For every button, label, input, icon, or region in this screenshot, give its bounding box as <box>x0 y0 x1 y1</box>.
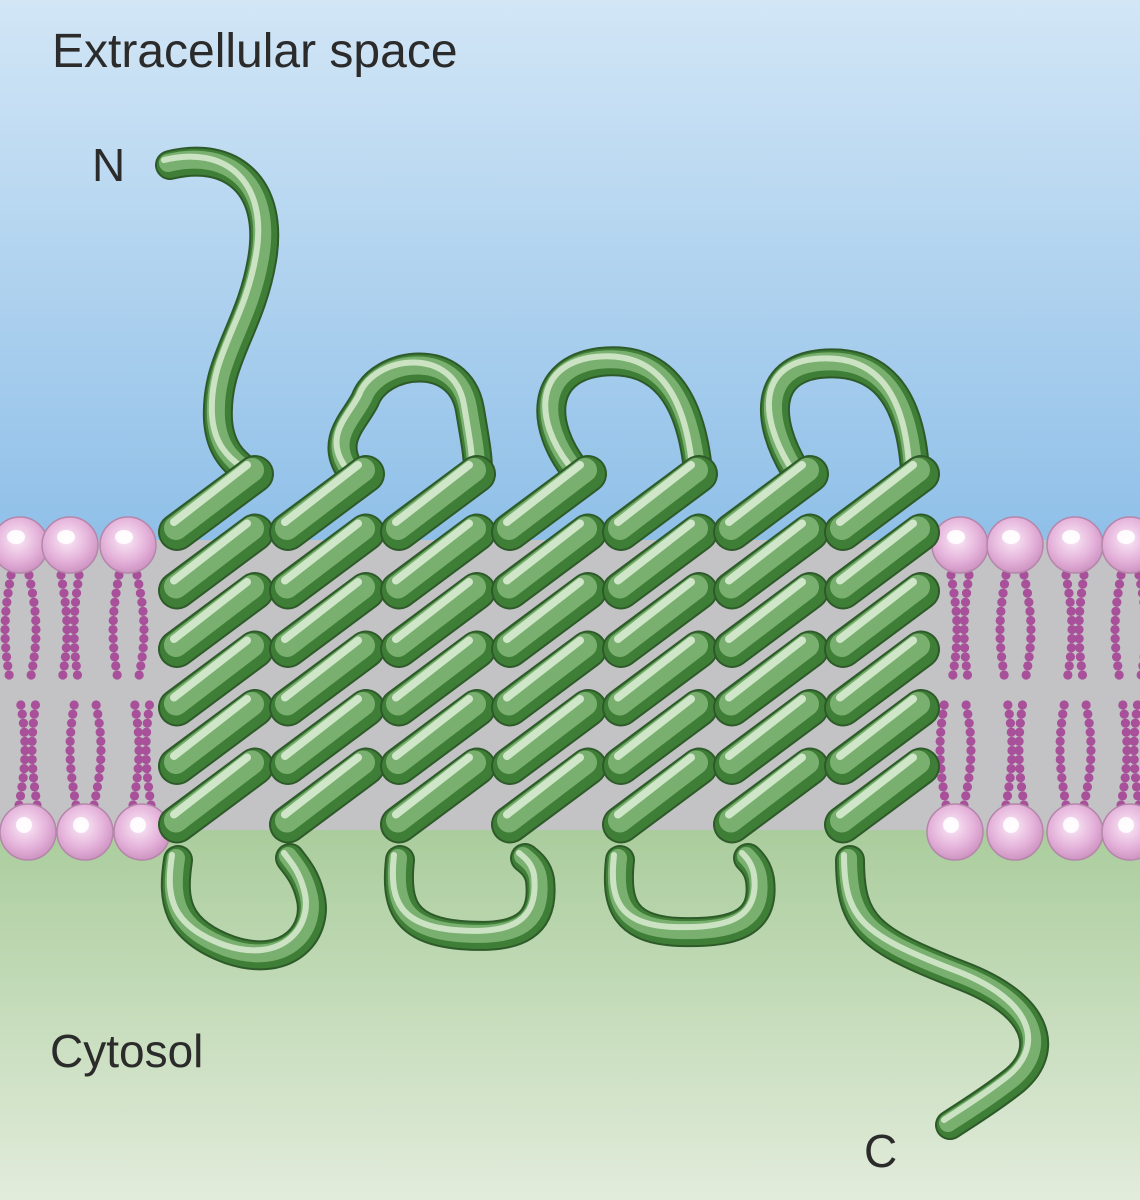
helix-turn <box>824 455 940 551</box>
lipid-head <box>0 516 49 574</box>
c-terminus-tail <box>835 845 1050 1140</box>
lipid-heads <box>0 516 1140 861</box>
lipid-tail <box>24 570 41 680</box>
extracellular-loop-2 <box>536 346 713 485</box>
helix-turn <box>158 572 274 668</box>
intracellular-loop-2 <box>383 843 556 951</box>
helix-turn <box>713 455 829 551</box>
helix-turn <box>269 572 385 668</box>
lipid-tail <box>946 570 962 680</box>
tm-helix-5 <box>602 455 718 844</box>
lipid-tail <box>0 570 16 680</box>
helix-turn <box>713 747 829 844</box>
lipid-head <box>926 803 984 861</box>
helix-turn <box>380 572 496 668</box>
helix-turn <box>380 630 496 727</box>
lipid-tail <box>959 570 974 680</box>
helix-turn <box>269 630 385 727</box>
helix-turn <box>158 747 274 844</box>
intracellular-loop-3 <box>603 843 776 948</box>
tm-helix-6 <box>713 455 829 844</box>
lipid-tail <box>56 570 72 680</box>
tm-helix-1 <box>158 455 274 844</box>
helix-turn <box>491 747 607 844</box>
n-terminus-label: N <box>92 139 126 191</box>
lipid-tail <box>1079 700 1096 810</box>
lipid-head <box>99 516 157 574</box>
helix-turn <box>824 630 940 727</box>
helix-turn <box>491 630 607 727</box>
helix-turn <box>491 689 607 785</box>
lipid-head <box>1046 803 1104 861</box>
transmembrane-helices <box>158 455 940 844</box>
lipid-tail <box>1001 700 1017 810</box>
lipid-tails <box>0 570 1140 810</box>
helix-turn <box>602 689 718 785</box>
tm-helix-3 <box>380 455 496 844</box>
helix-turn <box>824 572 940 668</box>
protein-loops <box>155 146 1050 1140</box>
helix-turn <box>602 513 718 610</box>
tm-helix-2 <box>269 455 385 844</box>
helix-turn <box>491 513 607 610</box>
helix-turn <box>158 513 274 610</box>
c-terminus-label: C <box>864 1125 898 1177</box>
extracellular-loop-3 <box>760 348 930 485</box>
helix-turn <box>269 455 385 551</box>
lipid-tail <box>1019 570 1036 680</box>
helix-turn <box>380 513 496 610</box>
cytosol-label: Cytosol <box>50 1025 204 1077</box>
tm-helix-7 <box>824 455 940 844</box>
lipid-head <box>1046 516 1104 574</box>
lipid-tail <box>1134 570 1140 680</box>
helix-turn <box>602 630 718 727</box>
lipid-head <box>931 516 989 574</box>
lipid-tail <box>27 700 42 810</box>
helix-turn <box>713 689 829 785</box>
helix-turn <box>491 572 607 668</box>
helix-turn <box>269 513 385 610</box>
helix-turn <box>269 689 385 785</box>
helix-turn <box>713 572 829 668</box>
helix-turn <box>158 689 274 785</box>
helix-turn <box>824 689 940 785</box>
lipid-head <box>986 803 1044 861</box>
tm-helix-4 <box>491 455 607 844</box>
lipid-tail <box>1061 570 1077 680</box>
helix-turn <box>602 572 718 668</box>
helix-turn <box>824 513 940 610</box>
extracellular-space-label: Extracellular space <box>52 25 458 78</box>
helix-turn <box>713 630 829 727</box>
lipid-head <box>0 803 57 861</box>
lipid-head <box>56 803 114 861</box>
lipid-tail <box>959 700 976 810</box>
helix-turn <box>602 747 718 844</box>
extracellular-loop-1 <box>327 352 493 485</box>
lipid-tail <box>995 570 1011 680</box>
helix-turn <box>158 630 274 727</box>
lipid-tail <box>935 700 951 810</box>
lipid-tail <box>1055 700 1071 810</box>
lipid-head <box>41 516 99 574</box>
lipid-tail <box>69 570 84 680</box>
lipid-head <box>1101 803 1140 861</box>
helix-turn <box>380 689 496 785</box>
helix-turn <box>380 747 496 844</box>
helix-turn <box>380 455 496 551</box>
helix-turn <box>824 747 940 844</box>
lipid-head <box>986 516 1044 574</box>
lipid-tail <box>1129 700 1140 810</box>
intracellular-loop-1 <box>160 843 327 971</box>
helix-turn <box>713 513 829 610</box>
n-terminus-tail <box>155 146 280 485</box>
helix-turn <box>158 455 274 551</box>
helix-turn <box>602 455 718 551</box>
helix-turn <box>491 455 607 551</box>
lipid-tail <box>1074 570 1089 680</box>
lipid-tail <box>89 700 106 810</box>
lipid-tail <box>108 570 124 680</box>
helix-turn <box>269 747 385 844</box>
